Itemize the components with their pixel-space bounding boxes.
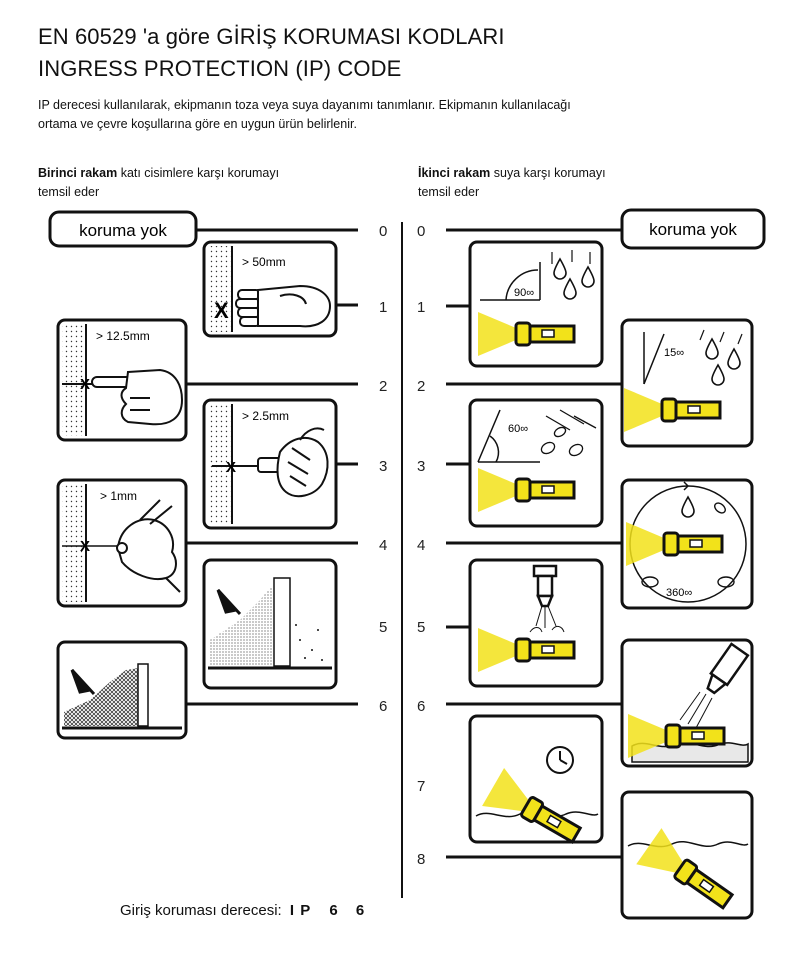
right-level-5: 5	[417, 619, 425, 636]
first-digit-rest: katı cisimlere karşı korumayı	[117, 166, 280, 180]
water-panel-2: 15∞	[620, 318, 754, 448]
water-label-4: 360∞	[666, 587, 692, 599]
solid-panel-6	[56, 640, 188, 740]
water-label-2: 15∞	[664, 347, 684, 359]
dust-arrow-icon	[216, 588, 242, 616]
solid-label-1: > 50mm	[242, 255, 286, 269]
solid-panel-2: > 12.5mm X	[56, 318, 188, 442]
no-protection-box-left	[48, 210, 198, 248]
jet-spray	[529, 605, 565, 633]
water-panel-7	[468, 714, 604, 856]
x-mark-icon: X	[80, 376, 90, 393]
jet-spray	[679, 691, 713, 729]
second-digit-rest: suya karşı korumayı	[490, 166, 606, 180]
left-level-4: 4	[379, 537, 387, 554]
x-mark-icon: X	[226, 459, 236, 476]
water-panel-1: 90∞	[468, 240, 604, 368]
title-line-2: INGRESS PROTECTION (IP) CODE	[38, 56, 402, 81]
second-digit-bold: İkinci rakam	[418, 166, 491, 180]
footer-label: Giriş koruması derecesi:	[120, 902, 282, 919]
right-level-7: 7	[417, 778, 425, 795]
screwdriver-hand-icon	[257, 427, 329, 498]
ip-rating-footer: Giriş koruması derecesi: I P 6 6	[120, 902, 364, 919]
intro-line-1: IP derecesi kullanılarak, ekipmanın toza…	[38, 98, 571, 112]
left-level-0: 0	[379, 223, 387, 240]
wire-hand-icon	[116, 499, 181, 593]
water-panel-3: 60∞	[468, 398, 604, 528]
dust-specks	[295, 624, 323, 661]
solid-label-3: > 2.5mm	[242, 409, 289, 423]
second-digit-line2: temsil eder	[418, 185, 480, 199]
x-mark-icon: X	[80, 538, 90, 555]
water-label-3: 60∞	[508, 423, 528, 435]
solid-panel-5	[202, 558, 338, 690]
rain-drops-icon	[540, 409, 597, 457]
intro-text: IP derecesi kullanılarak, ekipmanın toza…	[38, 96, 778, 134]
rain-drops-icon	[551, 250, 595, 300]
solid-label-4: > 1mm	[100, 489, 137, 503]
x-mark-icon: X	[214, 298, 229, 323]
water-panel-6	[620, 638, 754, 768]
solid-panel-1: > 50mm X	[202, 240, 338, 338]
first-digit-bold: Birinci rakam	[38, 166, 118, 180]
dust-arrow-icon	[70, 668, 96, 696]
right-level-4: 4	[417, 537, 425, 554]
right-level-2: 2	[417, 378, 425, 395]
no-protection-label-right: koruma yok	[649, 220, 737, 239]
pointing-finger-icon	[91, 368, 184, 426]
clock-icon	[546, 746, 574, 774]
fist-hand-icon	[235, 284, 332, 328]
water-panel-5	[468, 558, 604, 688]
no-protection-label-left: koruma yok	[79, 221, 167, 240]
solid-panel-4: > 1mm X	[56, 478, 188, 608]
second-digit-heading: İkinci rakam suya karşı korumayı temsil …	[418, 164, 606, 202]
left-level-6: 6	[379, 698, 387, 715]
left-level-2: 2	[379, 378, 387, 395]
water-panel-4: 360∞	[620, 478, 754, 610]
right-level-1: 1	[417, 299, 425, 316]
solid-panel-3: > 2.5mm X	[202, 398, 338, 530]
footer-first-digit: 6	[329, 902, 338, 919]
right-level-numbers: 0 1 2 3 4 5 6 7 8	[417, 223, 425, 868]
water-jet-icon	[532, 564, 558, 608]
waves-icon	[627, 841, 749, 848]
water-label-1: 90∞	[514, 287, 534, 299]
no-protection-box-right	[620, 208, 766, 250]
left-level-numbers: 0 1 2 3 4 5 6	[379, 223, 387, 715]
water-jet-icon	[706, 642, 750, 695]
left-level-5: 5	[379, 619, 387, 636]
rain-drops-icon	[641, 496, 735, 588]
left-level-1: 1	[379, 299, 387, 316]
intro-line-2: ortama ve çevre koşullarına göre en uygu…	[38, 117, 357, 131]
footer-second-digit: 6	[355, 902, 365, 919]
right-level-3: 3	[417, 458, 425, 475]
first-digit-line2: temsil eder	[38, 185, 100, 199]
footer-code: I P	[289, 902, 312, 919]
right-level-8: 8	[417, 851, 425, 868]
rain-drops-icon	[699, 329, 743, 386]
first-digit-heading: Birinci rakam katı cisimlere karşı korum…	[38, 164, 279, 202]
level-lines	[186, 228, 622, 859]
title-line-1: EN 60529 'a göre GİRİŞ KORUMASI KODLARI	[38, 24, 505, 49]
left-level-3: 3	[379, 458, 387, 475]
water-panel-8	[620, 790, 754, 921]
solid-label-2: > 12.5mm	[96, 329, 150, 343]
right-level-0: 0	[417, 223, 425, 240]
right-level-6: 6	[417, 698, 425, 715]
